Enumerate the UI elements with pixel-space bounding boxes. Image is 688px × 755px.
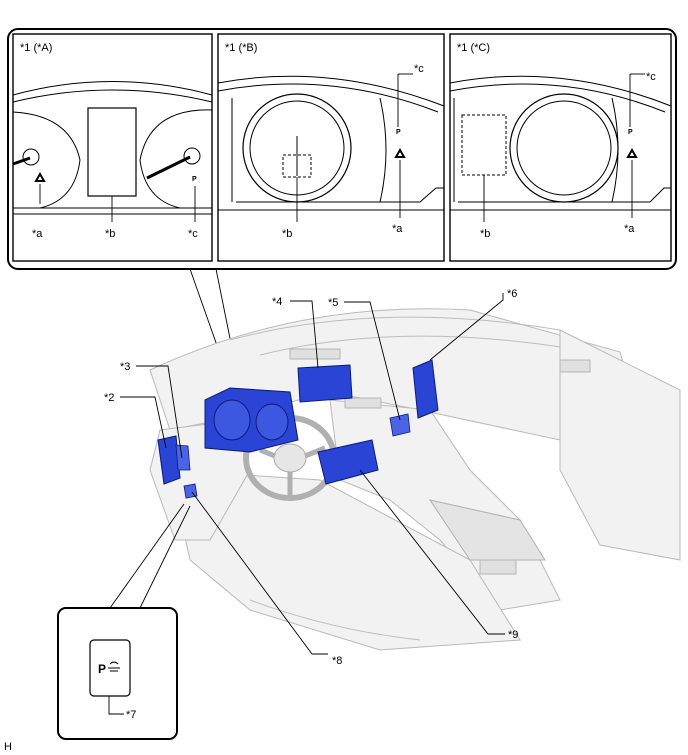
panel-b-parking-indicator: P <box>396 129 401 136</box>
panel-c-title: *1 (*C) <box>457 42 490 54</box>
callout-7: *7 <box>126 709 136 721</box>
panel-b-label-b: *b <box>282 228 292 240</box>
panel-a-display <box>87 107 137 197</box>
component-cluster <box>204 387 299 453</box>
panel-a-title: *1 (*A) <box>20 42 52 54</box>
panel-c: *1 (*C) P *b *a *c <box>449 33 672 262</box>
right-gauge-knob <box>183 147 201 165</box>
panel-c-parking-indicator: P <box>628 129 633 136</box>
callout-3: *3 <box>120 361 130 373</box>
corner-code: H <box>4 741 12 753</box>
component-4 <box>297 364 353 403</box>
callout-9: *9 <box>508 629 518 641</box>
panel-b-label-a: *a <box>392 223 403 235</box>
component-9 <box>317 439 379 485</box>
panel-b-label-c: *c <box>414 63 424 75</box>
switch-inset: P *7 <box>57 607 178 740</box>
callout-2: *2 <box>104 392 114 404</box>
panel-a-label-c: *c <box>188 228 198 240</box>
callout-6: *6 <box>507 288 517 300</box>
panel-a: *1 (*A) P *a *b *c <box>12 33 213 262</box>
panel-b: *1 (*B) P *b *a *c <box>217 33 445 262</box>
callout-4: *4 <box>272 296 282 308</box>
detail-frame <box>7 28 677 270</box>
callout-8: *8 <box>332 655 342 667</box>
component-6 <box>412 359 439 419</box>
panel-c-meter-inner <box>516 100 612 196</box>
panel-c-label-c: *c <box>646 71 656 83</box>
callout-5: *5 <box>328 297 338 309</box>
panel-a-label-b: *b <box>105 228 115 240</box>
panel-c-warning-icon <box>626 147 638 158</box>
switch-symbol: P <box>98 662 106 676</box>
component-2 <box>157 435 181 485</box>
panel-a-warning-icon <box>34 171 46 182</box>
panel-a-parking-indicator: P <box>192 176 197 183</box>
vehicle-interior <box>149 308 681 651</box>
component-5 <box>389 413 411 437</box>
panel-b-title: *1 (*B) <box>225 42 257 54</box>
panel-c-label-b: *b <box>480 228 490 240</box>
panel-a-label-a: *a <box>32 228 43 240</box>
panel-b-warning-icon <box>394 147 406 158</box>
left-gauge-knob <box>22 148 40 166</box>
component-3 <box>175 444 191 471</box>
panel-c-label-a: *a <box>624 223 635 235</box>
